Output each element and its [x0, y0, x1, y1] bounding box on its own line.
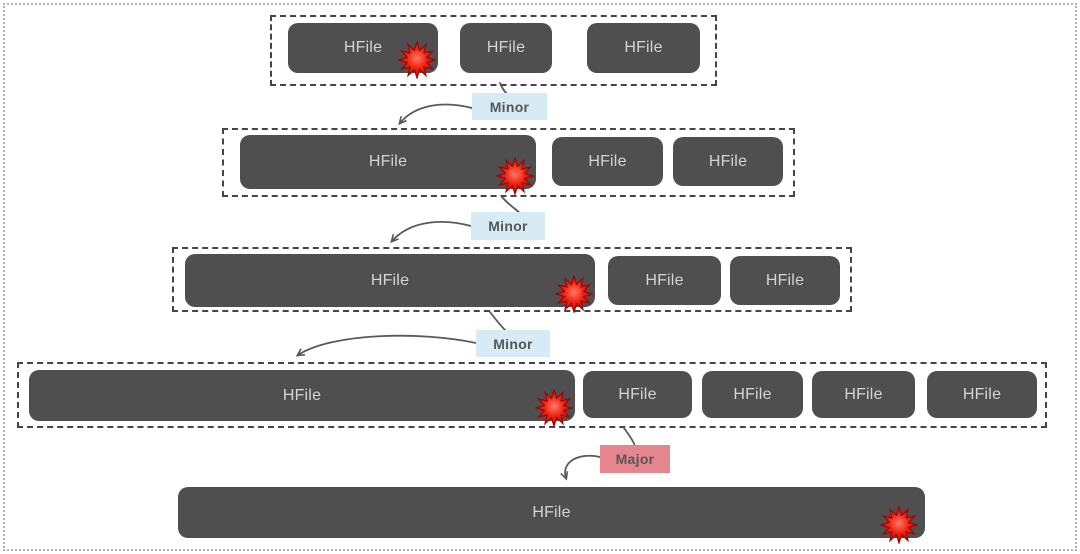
- hfile-label: HFile: [708, 152, 748, 170]
- compaction-burst-icon: [496, 157, 534, 195]
- hfile-label: HFile: [844, 385, 883, 403]
- minor-compaction-badge: Minor: [472, 93, 547, 120]
- compaction-burst-icon: [880, 506, 918, 544]
- minor-compaction-label: Minor: [489, 98, 530, 115]
- stage-4-region: HFile HFile HFile HFile HFile: [17, 362, 1047, 428]
- minor-compaction-label: Minor: [493, 335, 533, 352]
- hfile-label: HFile: [733, 385, 772, 403]
- hfile-label: HFile: [618, 385, 657, 403]
- major-arrow: [560, 454, 601, 481]
- hfile-box: HFile: [608, 256, 721, 305]
- hfile-box: HFile: [288, 23, 438, 79]
- hfile-box: HFile: [460, 23, 552, 73]
- hfile-box: HFile: [185, 254, 595, 313]
- minor-3-arrow: [295, 334, 477, 357]
- stage-1-region: HFile HFile HFile: [270, 15, 717, 86]
- hfile-box: HFile: [812, 371, 915, 418]
- major-stub-line: [623, 427, 636, 447]
- hfile-label: HFile: [645, 271, 684, 289]
- hfile-box: HFile: [587, 23, 700, 73]
- hfile-label: HFile: [962, 385, 1002, 403]
- minor-3-stub-line: [489, 311, 507, 332]
- minor-1-arrow: [398, 103, 473, 126]
- compaction-burst-icon: [555, 275, 593, 313]
- hfile-label: HFile: [532, 503, 571, 521]
- compaction-burst-icon: [398, 41, 436, 79]
- hfile-box: HFile: [673, 137, 783, 186]
- major-compaction-badge: Major: [600, 445, 670, 473]
- hfile-label: HFile: [368, 153, 408, 170]
- stage-2-region: HFile HFile HFile: [222, 128, 795, 197]
- hfile-box-final: HFile: [178, 487, 925, 544]
- hfile-label: HFile: [343, 39, 383, 56]
- minor-2-stub-line: [501, 196, 521, 214]
- hfile-box: HFile: [29, 370, 575, 427]
- hfile-box: HFile: [702, 371, 803, 418]
- hfile-label: HFile: [588, 152, 627, 170]
- hfile-label: HFile: [486, 39, 526, 56]
- hfile-label: HFile: [282, 386, 322, 404]
- minor-compaction-label: Minor: [488, 218, 528, 234]
- hfile-box: HFile: [730, 256, 840, 305]
- hfile-box: HFile: [240, 135, 536, 195]
- hfile-label: HFile: [370, 271, 410, 289]
- hfile-label: HFile: [624, 39, 663, 56]
- major-compaction-label: Major: [615, 451, 655, 467]
- compaction-burst-icon: [535, 389, 573, 427]
- minor-2-arrow: [390, 221, 472, 244]
- hfile-box: HFile: [583, 371, 692, 418]
- stage-3-region: HFile HFile HFile: [172, 247, 852, 313]
- hfile-box: HFile: [552, 137, 663, 186]
- minor-compaction-badge: Minor: [476, 330, 550, 357]
- hfile-label: HFile: [765, 271, 805, 289]
- minor-compaction-badge: Minor: [471, 212, 545, 240]
- hfile-box: HFile: [927, 371, 1037, 418]
